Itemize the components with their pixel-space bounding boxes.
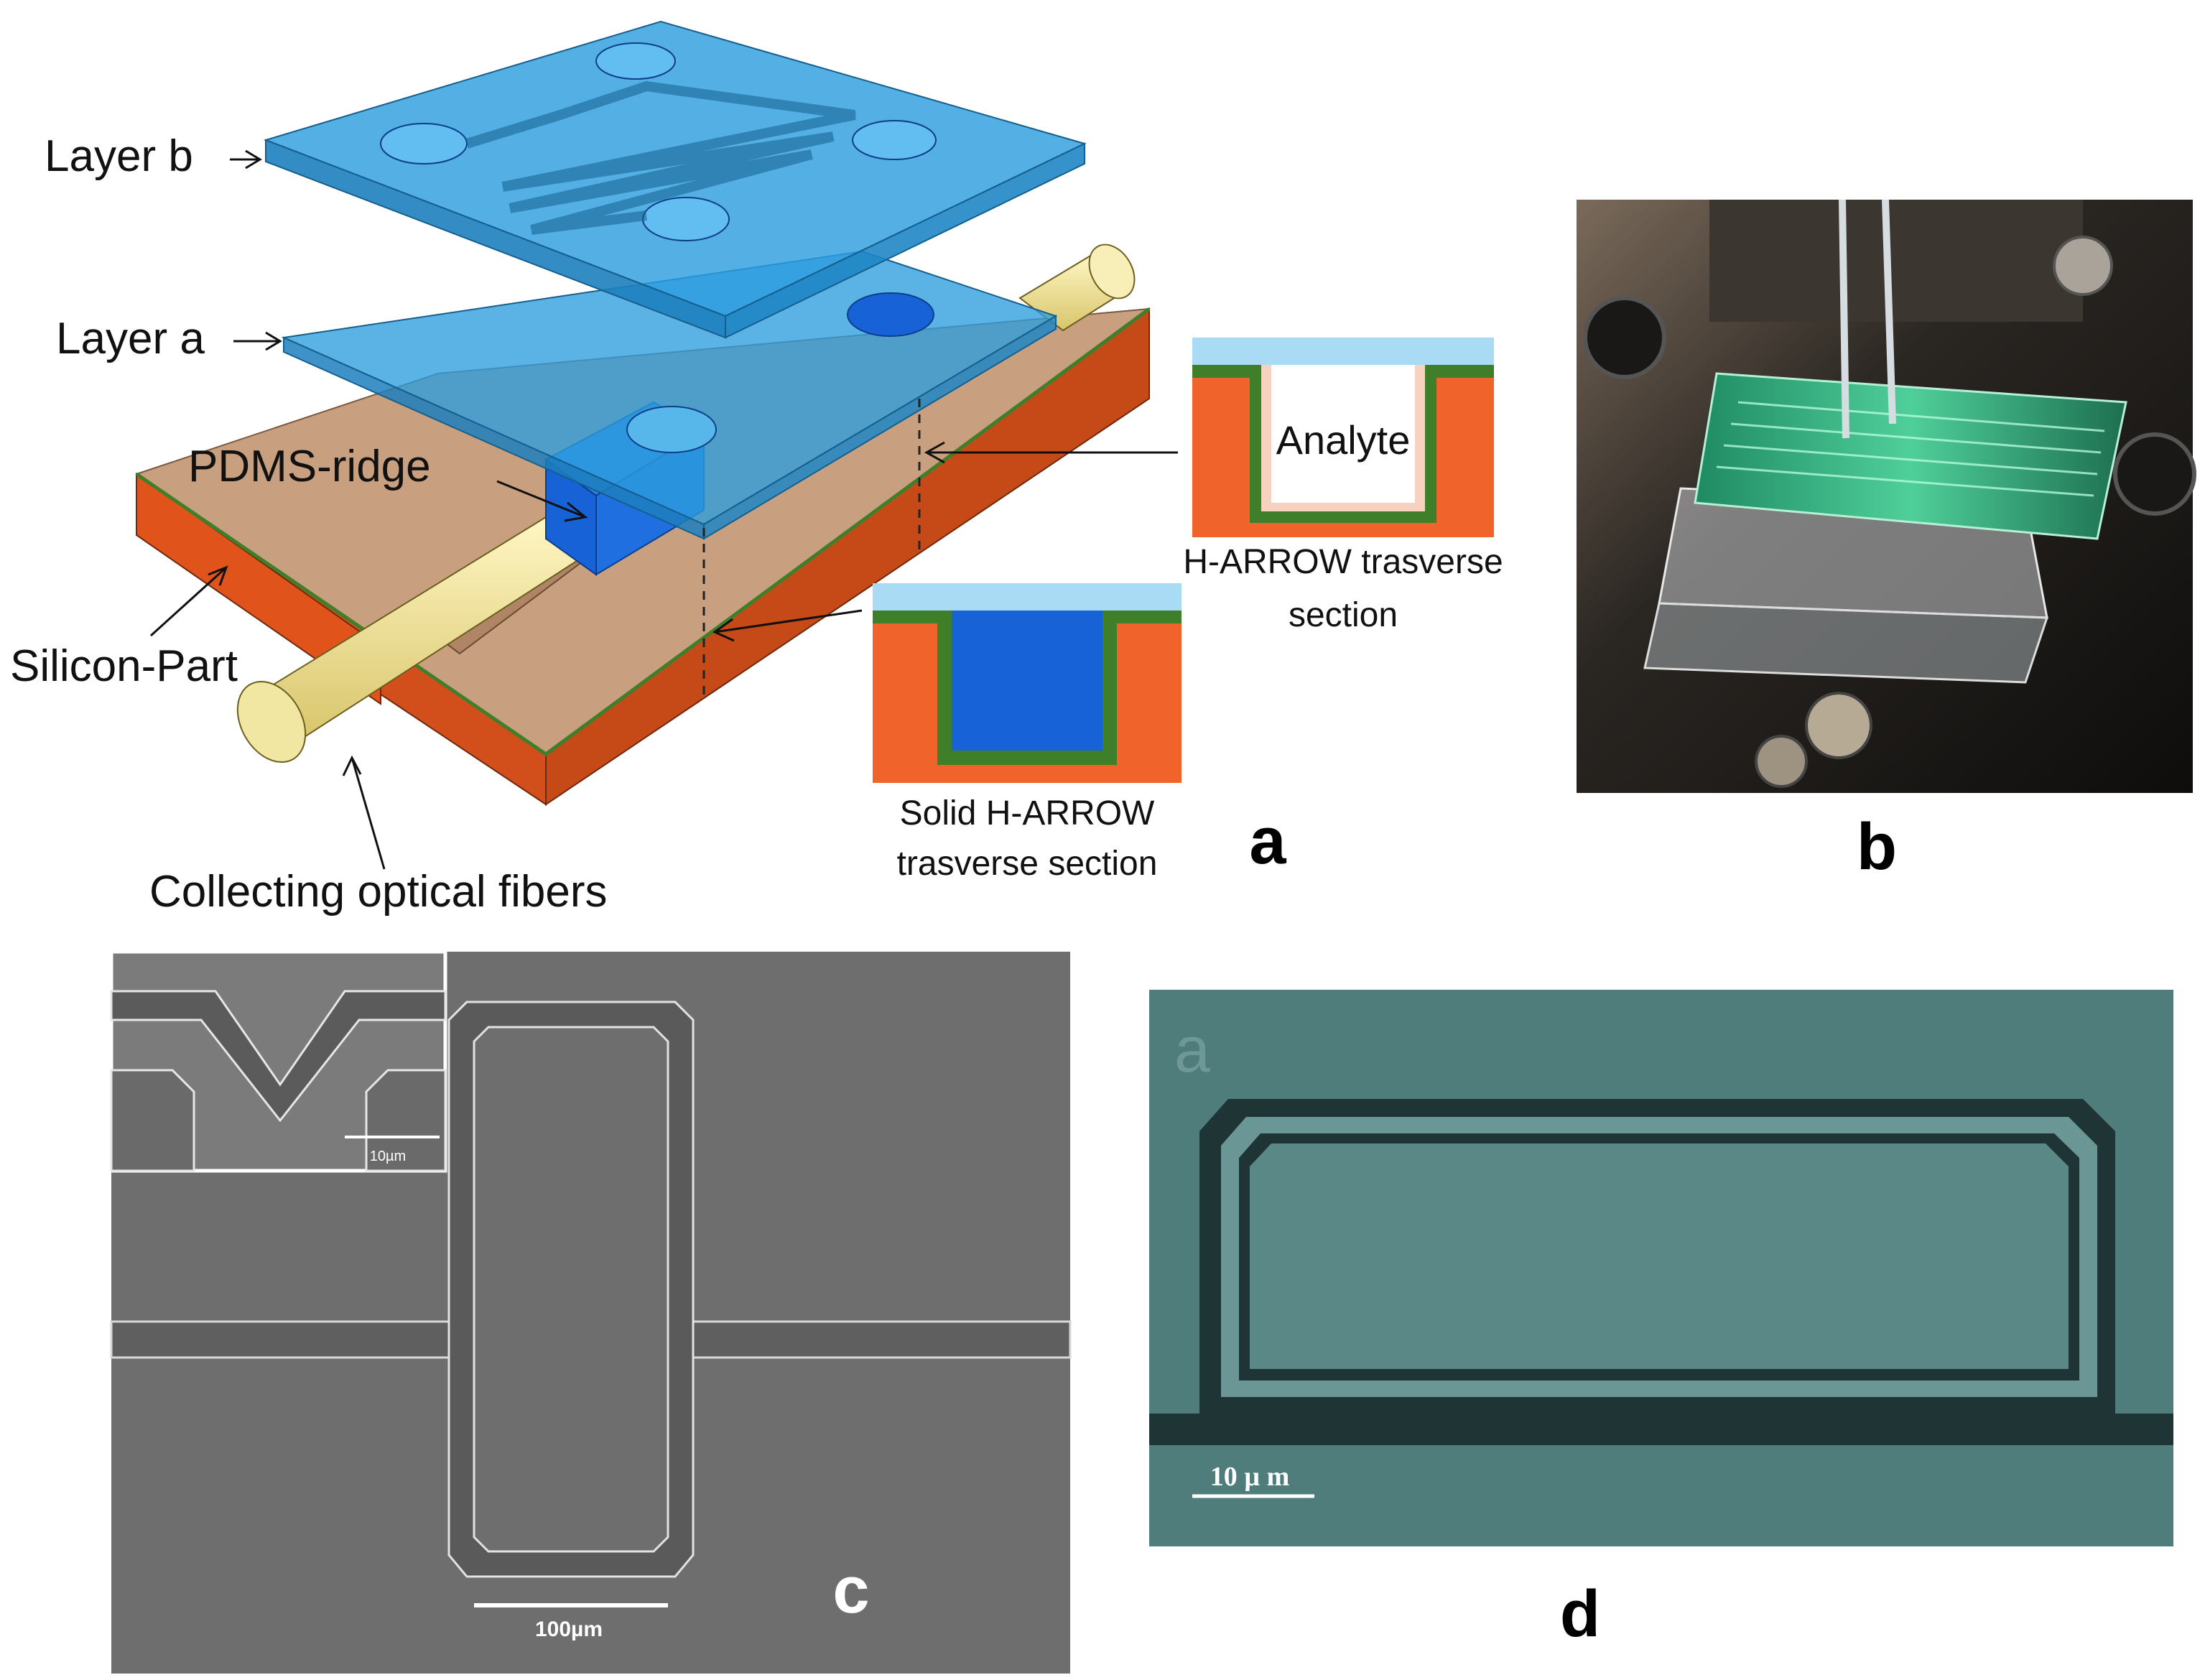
harrow-caption-line-1: H-ARROW trasverse xyxy=(1183,543,1503,581)
resonator-core xyxy=(1250,1143,2069,1369)
layer-a-hole xyxy=(626,406,717,453)
panel-d-letter: d xyxy=(1560,1577,1600,1651)
layer-a-hole-filled xyxy=(847,292,934,337)
solid-harrow-section-diagram: Solid H-ARROW trasverse section xyxy=(873,583,1182,883)
silicon-left-face xyxy=(136,473,381,705)
panel-b: b xyxy=(1577,199,2196,883)
layer-b-hole xyxy=(852,120,937,160)
screw-icon xyxy=(1805,692,1872,759)
panel-a: Analyte H-ARROW trasverse section Solid … xyxy=(10,20,1503,916)
layer-b-label: Layer b xyxy=(45,131,193,181)
panel-d: a 10 µ m d xyxy=(1149,990,2173,1651)
inset-scale-label: 10µm xyxy=(370,1148,406,1164)
bus-waveguide xyxy=(1149,1414,2173,1445)
waveguide-right xyxy=(688,1320,1072,1359)
tube xyxy=(1882,199,1896,424)
layer-b-plate xyxy=(263,20,1087,339)
panel-c: 10µm 100µm c xyxy=(109,950,1072,1674)
rectangular-resonator-inner xyxy=(473,1026,669,1553)
layer-a-plate xyxy=(281,250,1058,540)
panel-b-letter: b xyxy=(1857,810,1897,883)
analyte-label: Analyte xyxy=(1276,417,1411,463)
glass-base xyxy=(1643,602,2049,684)
harrow-caption-line-2: section xyxy=(1289,596,1398,634)
solid-caption-line-2: trasverse section xyxy=(897,845,1158,883)
waveguide-left xyxy=(110,1320,461,1359)
layer-a-label: Layer a xyxy=(56,314,205,363)
screw-icon xyxy=(1755,735,1808,788)
silicon-part-label: Silicon-Part xyxy=(10,641,238,691)
scale-label: 100µm xyxy=(535,1618,603,1641)
photo-mount-top xyxy=(1709,200,2083,322)
layer-b-hole xyxy=(380,123,468,164)
layer-b-hole xyxy=(642,197,730,241)
scale-label: 10 µ m xyxy=(1210,1462,1290,1492)
knob-icon xyxy=(2113,432,2196,516)
tube xyxy=(1839,199,1849,439)
chip-channels xyxy=(1716,401,2105,497)
annotation-arrows xyxy=(149,149,1178,870)
layer-b-hole xyxy=(595,42,676,80)
panel-a-letter: a xyxy=(1249,804,1286,878)
pdms-ridge-label: PDMS-ridge xyxy=(188,442,431,491)
solid-caption-line-1: Solid H-ARROW xyxy=(900,794,1155,832)
green-edge-line xyxy=(135,307,1151,757)
panel-c-letter: c xyxy=(832,1554,869,1627)
serpentine-channel xyxy=(465,80,856,235)
screw-icon xyxy=(2053,236,2113,296)
sem-inset: 10µm xyxy=(109,950,447,1173)
fibers-label: Collecting optical fibers xyxy=(149,867,608,916)
faint-mark: a xyxy=(1174,1014,1211,1086)
knob-icon xyxy=(1583,296,1666,379)
harrow-section-diagram: Analyte H-ARROW trasverse section xyxy=(1183,338,1503,634)
microfluidic-chip xyxy=(1694,372,2127,540)
